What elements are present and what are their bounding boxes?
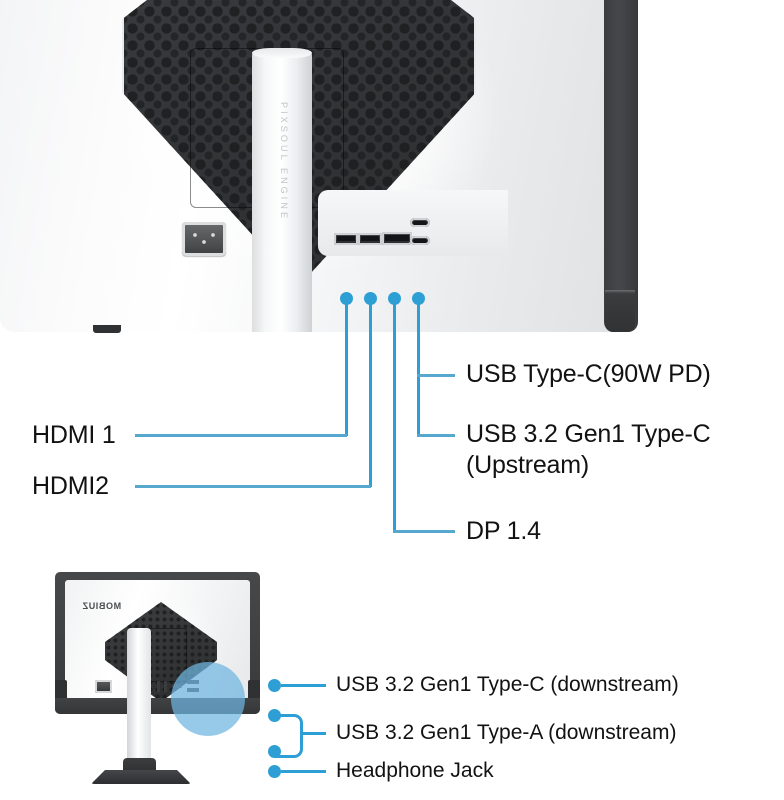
- callout-line-usbc-downstream: [281, 684, 326, 687]
- monitor-rear-closeup-image: PIXSOUL ENGINE: [0, 0, 640, 392]
- callout-line-usba-downstream: [300, 732, 326, 735]
- mini-power-socket: [95, 680, 112, 693]
- callout-dot-headphone: [268, 765, 281, 778]
- monitor-rear-full-image: MOBIUZ: [55, 572, 270, 792]
- callout-line-hdmi1-horizontal: [135, 434, 347, 437]
- callout-label-headphone: Headphone Jack: [336, 759, 494, 782]
- port-hdmi1: [334, 233, 358, 245]
- callout-dot-hdmi2: [364, 292, 377, 305]
- callout-label-usbc-upstream-line2: (Upstream): [466, 451, 590, 479]
- callout-label-hdmi1: HDMI 1: [32, 421, 116, 449]
- callout-line-usbc-upstream-horizontal: [417, 434, 455, 437]
- port-displayport: [382, 232, 412, 245]
- callout-dot-usbc-downstream: [268, 679, 281, 692]
- port-usb-c-upstream: [410, 236, 430, 245]
- mini-stand-column: [127, 628, 151, 768]
- callout-label-usbc-upstream: USB 3.2 Gen1 Type-C (Upstream): [466, 419, 784, 481]
- bottom-tab: [93, 325, 121, 333]
- stand-column-top: [252, 48, 312, 58]
- callout-dot-hdmi1: [340, 292, 353, 305]
- callout-label-usbc-upstream-line1: USB 3.2 Gen1 Type-C: [466, 420, 711, 448]
- callout-label-usbc-pd: USB Type-C(90W PD): [466, 360, 711, 388]
- callout-line-usbc-pd-horizontal: [417, 374, 455, 377]
- callout-line-hdmi1-vertical: [345, 300, 348, 436]
- callout-label-usba-downstream: USB 3.2 Gen1 Type-A (downstream): [336, 721, 677, 744]
- monitor-right-bezel: [604, 0, 638, 332]
- callout-line-dp-horizontal: [393, 530, 455, 533]
- callout-line-hdmi2-vertical: [369, 300, 372, 487]
- callout-line-dp-vertical: [393, 300, 396, 532]
- monitor-stand-column: [252, 50, 312, 350]
- callout-label-dp: DP 1.4: [466, 517, 541, 545]
- callout-line-usbc-vertical: [417, 300, 420, 436]
- callout-label-usbc-downstream: USB 3.2 Gen1 Type-C (downstream): [336, 673, 679, 696]
- mobiuz-logo: MOBIUZ: [82, 601, 122, 611]
- port-area-highlight-circle: [171, 662, 245, 736]
- port-usb-c-pd: [410, 218, 430, 227]
- stand-branding-text: PIXSOUL ENGINE: [279, 102, 289, 222]
- callout-dot-dp: [388, 292, 401, 305]
- mini-stand-base: [91, 770, 191, 784]
- callout-dot-usbc: [412, 292, 425, 305]
- callout-line-headphone: [281, 770, 326, 773]
- port-hdmi2: [358, 233, 382, 245]
- power-socket: [182, 222, 226, 256]
- callout-label-hdmi2: HDMI2: [32, 472, 109, 500]
- body-bottom-mask: [0, 332, 640, 392]
- callout-line-hdmi2-horizontal: [135, 485, 371, 488]
- callout-bracket-usba: [274, 714, 303, 758]
